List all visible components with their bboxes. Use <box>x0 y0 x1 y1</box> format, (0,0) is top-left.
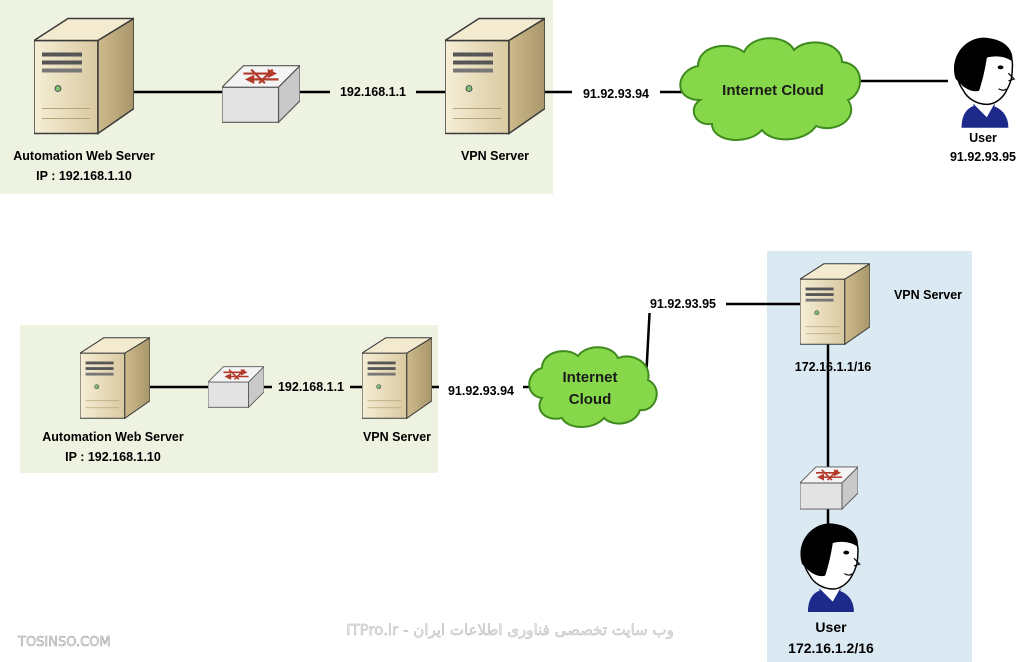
top-user-name: User <box>969 131 997 145</box>
bottom-remote-vpn-server-name: VPN Server <box>894 288 962 302</box>
bottom-vpn-server-icon <box>362 337 432 419</box>
top-cloud-icon <box>679 37 861 142</box>
bottom-cloud-label-line1: Internet <box>562 369 617 386</box>
top-web-server-icon <box>34 17 134 135</box>
top-vpn-server-name: VPN Server <box>461 149 529 163</box>
top-user-ip: 91.92.93.95 <box>950 150 1016 164</box>
bottom-vpn-public-ip: 91.92.93.94 <box>448 384 514 398</box>
bottom-remote-vpn-internal-ip: 172.16.1.1/16 <box>795 360 872 374</box>
top-public-ip-bg <box>572 85 660 103</box>
top-user-avatar-icon <box>953 36 1015 128</box>
watermark-center: ITPro.ir - وب سایت تخصصی فناوری اطلاعات … <box>346 621 674 639</box>
bottom-cloud-icon <box>528 346 658 428</box>
top-ip-label-bg <box>330 83 416 101</box>
bottom-remote-vpn-server-icon <box>800 263 870 345</box>
top-web-server-name: Automation Web Server <box>13 149 155 163</box>
bottom-public-ip-bg <box>439 382 523 400</box>
top-switch-vpn-ip: 192.168.1.1 <box>340 85 406 99</box>
watermark-left: TOSINSO.COM <box>17 635 111 650</box>
bottom-remote-user-ip: 172.16.1.2/16 <box>788 640 874 656</box>
bottom-switch-vpn-ip: 192.168.1.1 <box>278 380 344 394</box>
bottom-cloud-label-line2: Cloud <box>569 391 612 408</box>
bottom-remote-ip-bg <box>642 295 726 313</box>
top-vpn-server-icon <box>445 17 545 135</box>
bottom-web-server-name: Automation Web Server <box>42 430 184 444</box>
bottom-web-server-icon <box>80 337 150 419</box>
bottom-vpn-server-name: VPN Server <box>363 430 431 444</box>
top-web-server-ip: IP : 192.168.1.10 <box>36 169 132 183</box>
bottom-web-server-ip: IP : 192.168.1.10 <box>65 450 161 464</box>
bottom-remote-user-name: User <box>815 619 847 635</box>
top-vpn-public-ip: 91.92.93.94 <box>583 87 649 101</box>
bottom-ip-label-bg <box>272 378 350 396</box>
bottom-remote-public-ip: 91.92.93.95 <box>650 297 716 311</box>
top-cloud-label: Internet Cloud <box>722 82 824 99</box>
